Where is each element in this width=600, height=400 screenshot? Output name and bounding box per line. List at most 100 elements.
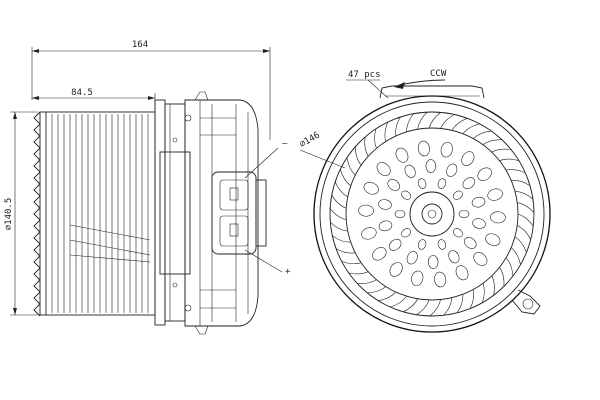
wheel-length-label: 84.5 — [71, 88, 93, 98]
front-blade — [429, 299, 441, 317]
vent-hole — [378, 199, 392, 210]
front-blade — [374, 128, 377, 149]
front-blade — [451, 118, 468, 131]
front-blade — [330, 221, 348, 232]
front-blade — [341, 260, 362, 265]
front-blade — [510, 247, 521, 265]
vent-hole — [455, 265, 469, 281]
vent-hole — [417, 140, 430, 157]
vent-hole — [425, 159, 437, 173]
front-blade — [469, 289, 475, 309]
front-blade — [332, 235, 351, 243]
front-blade — [505, 169, 526, 174]
housing-diameter-label: ⌀146 — [298, 131, 322, 151]
vent-hole — [440, 141, 453, 158]
front-blade — [378, 291, 397, 302]
vent-hole — [411, 270, 424, 287]
front-blade — [481, 283, 485, 303]
front-blade — [505, 257, 514, 277]
front-blade — [340, 169, 351, 187]
wheel-diameter-label: ⌀140.5 — [4, 198, 14, 231]
front-blade — [406, 113, 414, 132]
vent-hole — [490, 211, 506, 224]
front-blade-ring — [329, 111, 535, 317]
vent-hole — [427, 255, 439, 269]
overall-length-label: 164 — [132, 40, 148, 50]
front-blade — [443, 297, 453, 316]
vent-hole — [404, 164, 416, 178]
front-blade — [491, 275, 495, 296]
vent-hole — [363, 182, 379, 195]
vent-hole — [378, 220, 393, 232]
front-blade — [440, 114, 455, 129]
vent-hole — [401, 190, 412, 200]
vent-hole — [361, 227, 377, 240]
front-blade — [517, 213, 534, 227]
vent-hole — [472, 218, 486, 229]
front-blade — [329, 208, 347, 221]
vent-hole — [463, 237, 477, 249]
vent-hole — [473, 252, 488, 266]
blade-count-label: 47 pcs — [348, 70, 381, 80]
vent-hole — [376, 162, 391, 176]
front-blade — [402, 298, 418, 313]
vent-hole — [434, 271, 447, 288]
front-blade — [482, 139, 502, 146]
vent-hole — [437, 178, 447, 189]
vent-hole — [446, 163, 458, 177]
front-blade — [491, 148, 512, 153]
motor-housing-side-view: – + — [154, 91, 291, 335]
vent-hole — [471, 196, 486, 208]
housing-diameter-dimension: ⌀146 — [298, 131, 346, 169]
front-blade — [416, 299, 430, 316]
vent-hole — [458, 209, 470, 219]
vent-hole — [448, 250, 460, 264]
vent-holes — [358, 140, 506, 288]
vent-hole — [452, 228, 463, 238]
wheel-diameter-dimension: ⌀140.5 — [4, 111, 38, 316]
vent-hole — [417, 239, 427, 250]
front-blade — [331, 194, 347, 209]
front-blade — [473, 130, 492, 139]
vent-hole — [487, 188, 503, 201]
vent-hole — [372, 247, 387, 261]
vent-hole — [437, 239, 447, 250]
front-blade — [456, 294, 464, 314]
vent-hole — [389, 238, 402, 251]
vent-hole — [358, 204, 374, 217]
front-blade — [462, 123, 480, 134]
rotation-label: CCW — [430, 69, 447, 79]
front-blade — [346, 157, 356, 176]
front-blade — [390, 295, 407, 308]
front-blade — [334, 181, 348, 198]
front-blade — [395, 116, 401, 137]
vent-hole — [461, 151, 475, 166]
fan-front-view — [313, 85, 551, 333]
front-blade — [364, 136, 369, 157]
vent-hole — [462, 177, 475, 190]
vent-hole — [394, 209, 406, 219]
blade-count-callout: 47 pcs — [346, 70, 389, 99]
vent-hole — [401, 228, 412, 238]
front-blade — [357, 279, 377, 284]
front-blade — [517, 225, 532, 240]
front-blade — [514, 190, 534, 200]
positive-terminal-label: + — [285, 267, 291, 277]
front-blade — [514, 236, 527, 253]
vent-hole — [452, 190, 463, 200]
front-blade — [348, 271, 369, 275]
vent-hole — [485, 233, 501, 246]
wheel-blades — [51, 114, 149, 313]
negative-terminal-label: – — [282, 139, 288, 149]
front-blade — [335, 248, 356, 254]
rotation-direction: CCW — [394, 69, 447, 89]
front-blade — [384, 121, 389, 142]
vent-hole — [417, 178, 427, 189]
front-blade — [367, 286, 386, 294]
front-blade — [511, 180, 531, 186]
front-blade — [417, 111, 428, 130]
fan-wheel-side-view — [33, 111, 156, 317]
vent-hole — [406, 251, 418, 265]
